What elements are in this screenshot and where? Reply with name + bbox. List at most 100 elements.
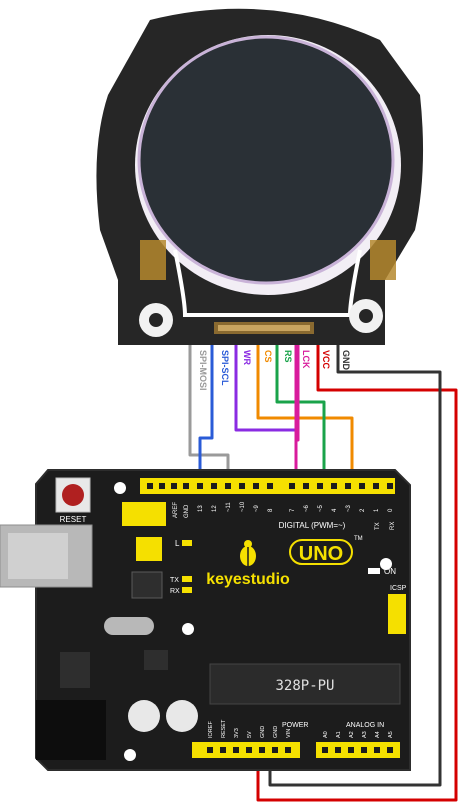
trademark: TM	[354, 536, 363, 542]
digital-header-holes	[147, 483, 393, 489]
digital-pin-hole[interactable]	[267, 483, 273, 489]
display-pin-label: WR	[242, 350, 252, 365]
regulator	[60, 652, 90, 688]
crystal	[104, 617, 154, 635]
reset-button[interactable]	[62, 484, 84, 506]
analog-pin-label: A2	[349, 731, 355, 738]
digital-pin-label: 2	[360, 508, 366, 512]
power-pin-hole[interactable]	[246, 747, 252, 753]
digital-pin-hole[interactable]	[289, 483, 295, 489]
digital-pin-hole[interactable]	[359, 483, 365, 489]
led-rx	[182, 587, 192, 593]
power-pin-hole[interactable]	[285, 747, 291, 753]
model-name: UNO	[299, 543, 343, 565]
digital-pin-label: 4	[332, 508, 338, 512]
wire-gnd	[268, 345, 442, 787]
digital-pin-label: 1	[374, 508, 380, 512]
digital-label: DIGITAL (PWM=~)	[279, 521, 346, 530]
dc-jack	[36, 700, 106, 760]
digital-pin-label: ~5	[318, 504, 324, 512]
digital-pin-hole[interactable]	[225, 483, 231, 489]
power-pin-hole[interactable]	[207, 747, 213, 753]
wire-lck-b	[294, 345, 300, 492]
power-pin-label: 3V3	[234, 728, 240, 738]
analog-pin-hole[interactable]	[374, 747, 380, 753]
digital-pin-hole[interactable]	[183, 483, 189, 489]
capacitor-2	[166, 700, 198, 732]
display-pin-label: CS	[263, 350, 273, 363]
analog-pin-hole[interactable]	[387, 747, 393, 753]
led-label-rx: RX	[170, 588, 180, 595]
digital-pin-hole[interactable]	[147, 483, 153, 489]
board-hole-tr	[380, 558, 392, 570]
power-pin-hole[interactable]	[259, 747, 265, 753]
board-hole-mid	[182, 623, 194, 635]
display-flex-right	[370, 240, 396, 280]
power-pin-label: IOREF	[208, 721, 214, 738]
rx-arrow-label: RX	[390, 522, 396, 530]
icsp-label: ICSP	[390, 585, 407, 592]
power-pin-hole[interactable]	[272, 747, 278, 753]
analog-pin-label: A3	[362, 731, 368, 738]
wire-rs	[275, 345, 326, 492]
digital-pin-hole[interactable]	[317, 483, 323, 489]
digital-pin-hole[interactable]	[253, 483, 259, 489]
digital-pin-hole[interactable]	[373, 483, 379, 489]
fpc-contacts	[218, 325, 310, 331]
digital-pin-label: 7	[290, 508, 296, 512]
digital-pin-hole[interactable]	[303, 483, 309, 489]
display-pin-label: SPI-MOSI	[198, 350, 208, 391]
analog-pin-hole[interactable]	[361, 747, 367, 753]
display-screen	[137, 35, 395, 285]
digital-pin-label: ~6	[304, 504, 310, 512]
digital-pin-hole[interactable]	[387, 483, 393, 489]
icsp-header	[388, 594, 406, 634]
analog-pin-hole[interactable]	[322, 747, 328, 753]
analog-pin-label: A1	[336, 731, 342, 738]
digital-pin-hole[interactable]	[211, 483, 217, 489]
power-pin-label: GND	[273, 726, 279, 738]
digital-pin-hole[interactable]	[239, 483, 245, 489]
analog-header-holes	[322, 747, 393, 753]
model-badge	[289, 539, 353, 565]
power-header-holes	[207, 747, 291, 753]
ladybug-logo	[240, 540, 256, 566]
power-label: POWER	[282, 722, 308, 729]
digital-pin-hole[interactable]	[159, 483, 165, 489]
chip-label: 328P-PU	[275, 678, 334, 694]
display-pin-label: GND	[341, 350, 351, 371]
display-pin-label: RS	[283, 350, 293, 363]
led-label-tx: TX	[170, 577, 179, 584]
analog-pin-hole[interactable]	[335, 747, 341, 753]
digital-pin-hole[interactable]	[197, 483, 203, 489]
usb-port-inner	[8, 533, 68, 579]
display-outline-trace	[173, 249, 362, 317]
digital-pin-label: ~3	[346, 504, 352, 512]
tft-display-module	[96, 8, 424, 345]
digital-pin-hole[interactable]	[331, 483, 337, 489]
led-tx	[182, 576, 192, 582]
power-pin-label: RESET	[221, 719, 227, 738]
small-ic	[144, 650, 168, 670]
display-flex-left	[140, 240, 166, 280]
analog-pin-hole[interactable]	[348, 747, 354, 753]
digital-pin-label: ~9	[254, 504, 260, 512]
on-led	[368, 568, 380, 574]
power-pin-hole[interactable]	[233, 747, 239, 753]
digital-pin-hole[interactable]	[171, 483, 177, 489]
led-label-l: L	[175, 539, 180, 548]
capacitor-1	[128, 700, 160, 732]
power-pin-label: 5V	[247, 731, 253, 738]
digital-pin-label: ~11	[226, 502, 232, 512]
digital-pin-hole[interactable]	[345, 483, 351, 489]
power-pin-hole[interactable]	[220, 747, 226, 753]
arduino-uno-board: RESET L TX RX keyestudio UNO TM ON I	[0, 469, 411, 771]
led-l	[182, 540, 192, 546]
digital-pin-label: 0	[388, 508, 394, 512]
digital-pin-label: 13	[198, 505, 204, 512]
power-pin-label: GND	[260, 726, 266, 738]
